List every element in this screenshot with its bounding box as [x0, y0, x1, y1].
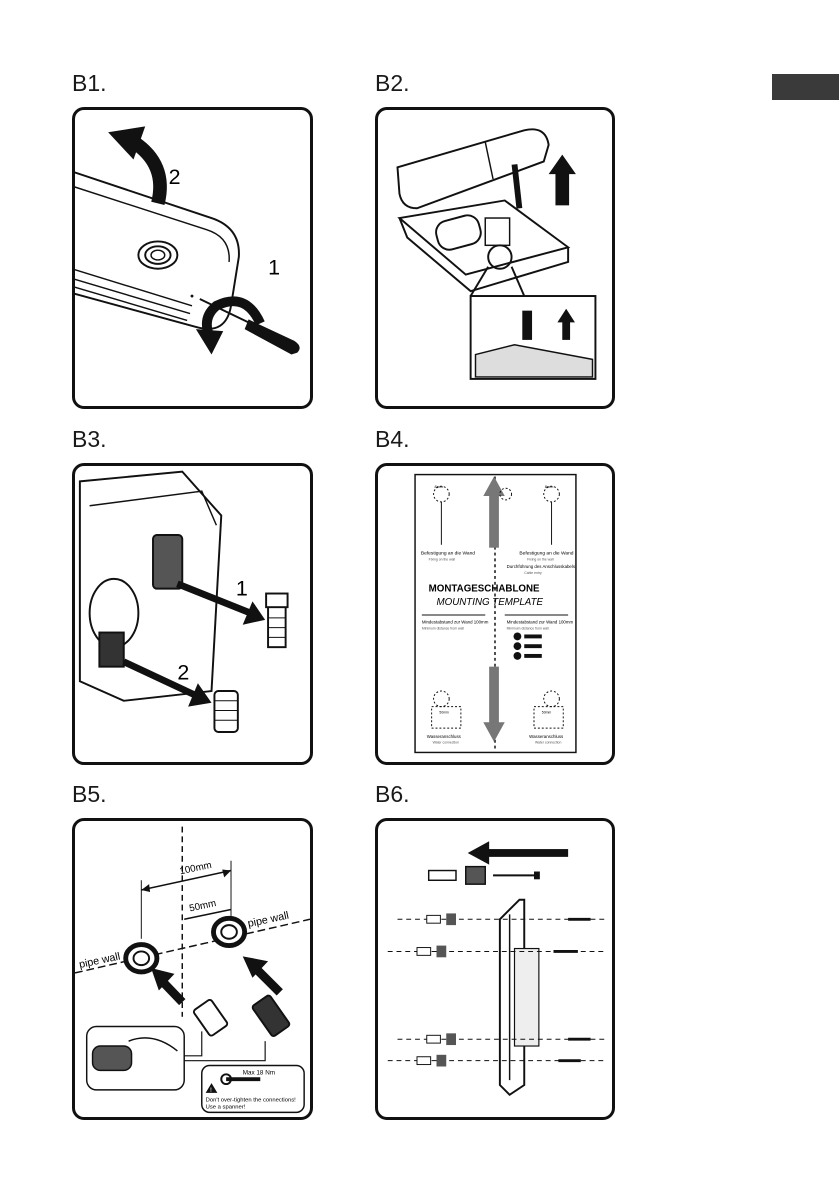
- pipe-right-icon: [211, 915, 248, 949]
- b4-cable-entry: Durchführung des Anschlusskabels: [507, 564, 576, 569]
- b4-wall-fix-right-en: Fixing on the wall: [527, 557, 554, 561]
- b4-water-conn-left: Wasseranschluss: [427, 734, 462, 739]
- b2-illustration: [396, 128, 597, 380]
- up-arrow-icon: [548, 154, 576, 206]
- panel-b6: [375, 818, 615, 1120]
- fitting-valve-icon: [251, 994, 291, 1037]
- b4-water-mm-left: 50mm: [439, 710, 449, 714]
- inlet-cylinder-icon: [152, 534, 184, 590]
- panel-b2: [375, 107, 615, 409]
- b1-callout-2: 2: [169, 165, 181, 189]
- tape-detail-inset: [85, 1025, 185, 1091]
- b4-water-conn-right-en: Water connection: [535, 741, 561, 745]
- b5-dim-100: 100mm: [179, 860, 213, 878]
- b1-callout-1: 1: [268, 256, 280, 280]
- warning-icon: [205, 1083, 218, 1093]
- b4-min-dist-left: Mindestabstand zur Wand 100mm: [422, 620, 489, 625]
- b5-warning-line2: Use a spanner!: [206, 1104, 246, 1110]
- nipple-part-icon: [213, 690, 239, 733]
- step-label-b1: B1.: [72, 70, 107, 96]
- b4-title: MONTAGESCHABLONE: [429, 584, 540, 595]
- b4-min-dist-right: Mindestabstand zur Wand 100mm: [507, 620, 574, 625]
- b3-illustration: 1 2: [78, 470, 289, 733]
- b4-wall-fix-left: Befestigung an die Wand: [421, 551, 475, 557]
- rotate-arrow-icon: [201, 296, 265, 339]
- fitting-nipple-icon: [192, 998, 229, 1037]
- b4-wall-fix-left-en: Fixing on the wall: [429, 557, 456, 561]
- outlet-fitting-icon: [98, 631, 125, 668]
- b5-dim-50: 50mm: [188, 898, 217, 914]
- step-label-b4: B4.: [375, 426, 410, 452]
- insert-arrow-right-icon: [252, 964, 283, 996]
- arrow-1-icon: [242, 601, 266, 625]
- b4-water-mm-right: 50mm: [542, 710, 552, 714]
- valve-part-icon: [265, 592, 289, 649]
- b6-illustration: [387, 841, 608, 1097]
- b3-callout-2: 2: [177, 660, 189, 684]
- b4-hole-size-right: 8mm: [545, 484, 554, 489]
- panel-b4: 8mm 8mm Befestigung an die Wand Fixing o…: [375, 463, 615, 765]
- b5-warning-line1: Don't over-tighten the connections!: [206, 1098, 297, 1104]
- step-label-b5: B5.: [72, 781, 107, 807]
- dowel-screw-icon: [427, 865, 540, 885]
- screwdriver-icon: [199, 298, 300, 355]
- b4-subtitle: MOUNTING TEMPLATE: [437, 597, 544, 608]
- b4-cable-entry-en: Cable entry: [524, 571, 542, 575]
- panel-b1: 2 1: [72, 107, 313, 409]
- svg-text:!: !: [210, 1087, 212, 1094]
- b4-hole-size-left: 8mm: [435, 484, 444, 489]
- cover-icon: [396, 128, 550, 210]
- step-label-b2: B2.: [375, 70, 410, 96]
- lift-arrow-icon: [129, 136, 167, 206]
- fittings-list-icon: [513, 632, 542, 660]
- up-center-arrow-icon: [483, 476, 505, 548]
- down-center-arrow-icon: [483, 666, 505, 742]
- panel-b3: 1 2: [72, 463, 313, 765]
- b5-pipe-wall-right: pipe wall: [247, 910, 290, 930]
- b1-illustration: 2 1: [75, 126, 300, 355]
- step-label-b3: B3.: [72, 426, 107, 452]
- inset-up-arrow-icon: [557, 308, 575, 340]
- b5-illustration: 100mm 50mm pipe wall pipe wall ! Max 18 …: [75, 826, 310, 1114]
- b4-min-dist-right-en: Minimum distance from wall: [507, 627, 549, 631]
- b5-torque: Max 18 Nm: [243, 1069, 275, 1076]
- pipe-left-icon: [123, 942, 160, 975]
- left-arrow-icon: [467, 841, 569, 865]
- b3-callout-1: 1: [236, 576, 248, 600]
- panel-b5: 100mm 50mm pipe wall pipe wall ! Max 18 …: [72, 818, 313, 1120]
- cable-entry-marker-icon: [499, 487, 513, 501]
- arrow-2-icon: [188, 683, 212, 707]
- b4-water-conn-left-en: Water connection: [433, 741, 459, 745]
- b4-wall-fix-right: Befestigung an die Wand: [519, 551, 573, 557]
- b4-template-illustration: 8mm 8mm Befestigung an die Wand Fixing o…: [414, 473, 577, 754]
- step-label-b6: B6.: [375, 781, 410, 807]
- b4-min-dist-left-en: Minimum distance from wall: [422, 627, 464, 631]
- section-tab: [772, 74, 839, 100]
- b4-water-conn-right: Wasseranschluss: [529, 734, 564, 739]
